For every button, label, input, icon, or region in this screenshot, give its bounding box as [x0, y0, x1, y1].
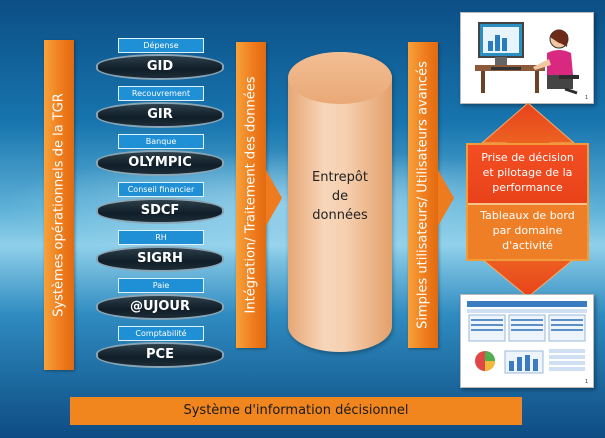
system-name: @UJOUR [129, 299, 190, 314]
dashboards-panel: Tableaux de bord par domaine d'activité [468, 203, 587, 259]
decision-line-1: Prise de décision [481, 151, 574, 164]
person-computer-icon: 1 [475, 22, 588, 101]
operational-systems-label: Systèmes opérationnels de la TGR [51, 93, 67, 317]
dashboards-line-2: par domaine [492, 224, 563, 237]
system-domain-tag: Dépense [118, 38, 204, 53]
system-domain-tag: Recouvrement [118, 86, 204, 101]
users-label: Simples utilisateurs/ Utilisateurs avanc… [415, 61, 431, 329]
system-item: PCE Comptabilité [96, 326, 224, 370]
system-item: SIGRH RH [96, 230, 224, 274]
system-disc [96, 150, 224, 176]
system-item: OLYMPIC Banque [96, 134, 224, 178]
system-disc [96, 342, 224, 368]
svg-text:1: 1 [585, 379, 588, 385]
data-warehouse-label-line-3: données [312, 208, 368, 223]
user-illustration-card: 1 [460, 12, 594, 104]
system-disc [96, 198, 224, 224]
decision-box: Prise de décision et pilotage de la perf… [466, 143, 589, 261]
dashboards-line-1: Tableaux de bord [480, 209, 575, 222]
system-domain-tag: Comptabilité [118, 326, 204, 341]
system-domain-tag: Paie [118, 278, 204, 293]
system-name: SDCF [140, 203, 180, 218]
system-name: PCE [146, 347, 174, 362]
dashboard-thumbnail-icon: 1 [467, 301, 588, 385]
system-name: OLYMPIC [128, 155, 192, 170]
dashboards-line-3: d'activité [502, 239, 553, 252]
data-warehouse-label: Entrepôt de données [288, 168, 392, 225]
users-arrowhead [438, 170, 454, 226]
integration-bar: Intégration/ Traitement des données [236, 42, 266, 348]
system-name: GID [146, 59, 174, 74]
system-item: @UJOUR Paie [96, 278, 224, 322]
data-warehouse-label-line-2: de [331, 189, 349, 204]
operational-systems-bar: Systèmes opérationnels de la TGR [44, 40, 74, 370]
system-name: GIR [147, 107, 173, 122]
system-item: GID Dépense [96, 38, 224, 82]
system-name: SIGRH [137, 251, 183, 266]
system-item: GIR Recouvrement [96, 86, 224, 130]
system-domain-tag: Conseil financier [118, 182, 204, 197]
system-domain-tag: RH [118, 230, 204, 245]
data-warehouse-label-line-1: Entrepôt [312, 170, 368, 185]
system-domain-tag: Banque [118, 134, 204, 149]
decision-line-2: et pilotage de la [482, 166, 573, 179]
dashboard-screenshot-card: 1 [460, 294, 594, 388]
system-disc [96, 102, 224, 128]
svg-text:1: 1 [585, 95, 588, 101]
decision-making-panel: Prise de décision et pilotage de la perf… [468, 145, 587, 203]
integration-arrowhead [266, 170, 282, 226]
system-disc [96, 294, 224, 320]
system-disc [96, 54, 224, 80]
system-disc [96, 246, 224, 272]
users-bar: Simples utilisateurs/ Utilisateurs avanc… [408, 42, 438, 348]
data-warehouse-top [288, 52, 392, 104]
system-item: SDCF Conseil financier [96, 182, 224, 226]
integration-label: Intégration/ Traitement des données [243, 76, 259, 314]
decision-line-3: performance [492, 181, 563, 194]
decision-system-banner: Système d'information décisionnel [70, 397, 522, 425]
